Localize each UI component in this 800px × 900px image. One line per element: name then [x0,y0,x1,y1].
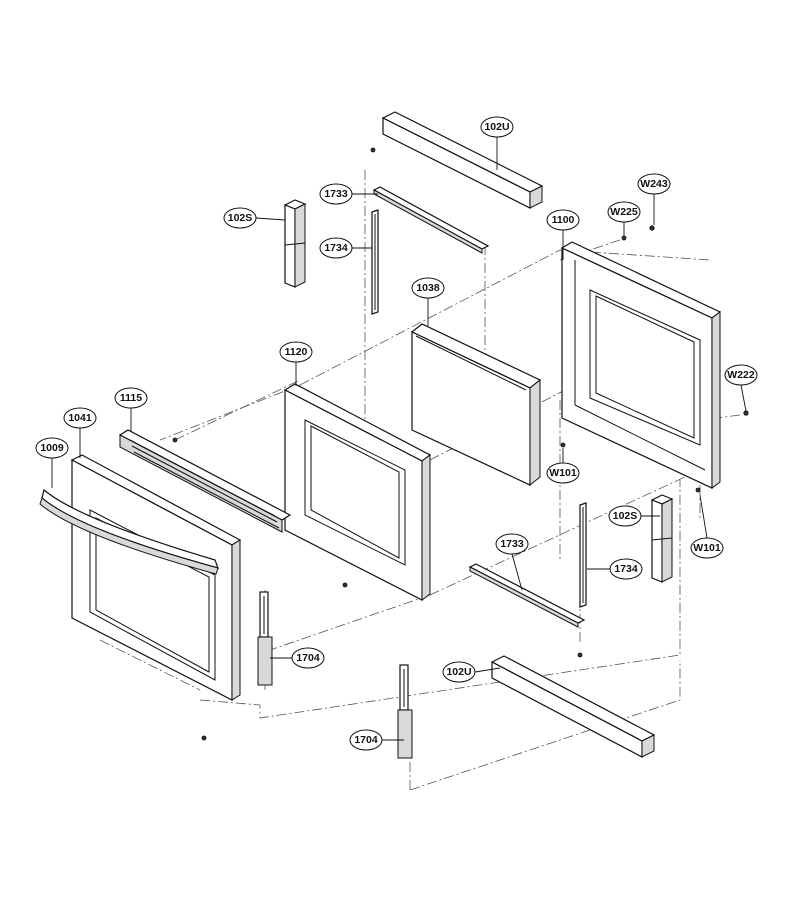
callout-w101-a: W101 [546,462,580,484]
callout-label: 1733 [324,188,348,200]
part-1733-bottom-rail [468,563,586,628]
screws [172,147,749,741]
callout-label: W101 [693,542,721,554]
part-102s-right-spacer [650,494,674,583]
callout-label: W225 [610,206,638,218]
callout-1704-b: 1704 [349,729,383,751]
callout-label: 102U [446,666,471,678]
callout-label: 1038 [416,282,440,294]
callout-1733-bottom: 1733 [495,533,529,555]
callout-102u-bottom: 102U [442,661,476,683]
callout-label: 102S [613,510,638,522]
callout-1115: 1115 [114,387,148,409]
callout-1734-top: 1734 [319,237,353,259]
callout-label: 1041 [68,412,92,424]
callout-leaders [51,137,747,741]
callout-1038: 1038 [411,277,445,299]
callout-label: 1115 [120,392,142,404]
part-102s-left-spacer [283,199,307,288]
callout-1100: 1100 [546,209,580,231]
callout-102s-left: 102S [223,207,257,229]
callout-102s-right: 102S [608,505,642,527]
callout-w243: W243 [637,173,671,195]
callout-1120: 1120 [279,341,313,363]
part-102u-bottom-bar [490,655,656,758]
callout-1734-bottom: 1734 [609,558,643,580]
callout-label: 102U [484,121,509,133]
part-1009-handle [39,488,219,575]
part-1120-middle-panel [283,383,432,601]
callout-w225: W225 [607,201,641,223]
callout-1041: 1041 [63,407,97,429]
callout-label: 102S [228,212,253,224]
part-1100-rear-frame [560,241,722,489]
callout-label: W243 [640,178,668,190]
callout-label: 1733 [500,538,524,550]
callout-1009: 1009 [35,437,69,459]
callout-label: W101 [549,467,577,479]
part-102u-top-bar [381,111,544,209]
callout-label: 1734 [324,242,348,254]
callout-label: W222 [727,369,755,381]
callout-label: 1120 [285,346,308,358]
part-1038-glass-pane [410,323,542,487]
part-1733-top-rail [372,186,490,254]
callout-1704-a: 1704 [291,647,325,669]
callout-102u-top: 102U [480,116,514,138]
part-1734-top-rail [371,209,379,315]
callout-label: 1704 [296,652,320,664]
callout-w101-b: W101 [690,537,724,559]
part-1704-hinge-right [397,664,413,759]
part-1115-vent-strip [118,429,292,533]
callout-label: 1734 [614,563,638,575]
part-1734-bottom-rail [579,502,587,608]
part-1041-front-panel [70,454,242,701]
callout-w222: W222 [724,364,758,386]
callout-label: 1009 [40,442,64,454]
callout-1733-top: 1733 [319,183,353,205]
callout-label: 1704 [354,734,378,746]
callout-label: 1100 [552,214,575,226]
part-1704-hinge-left [257,591,273,686]
